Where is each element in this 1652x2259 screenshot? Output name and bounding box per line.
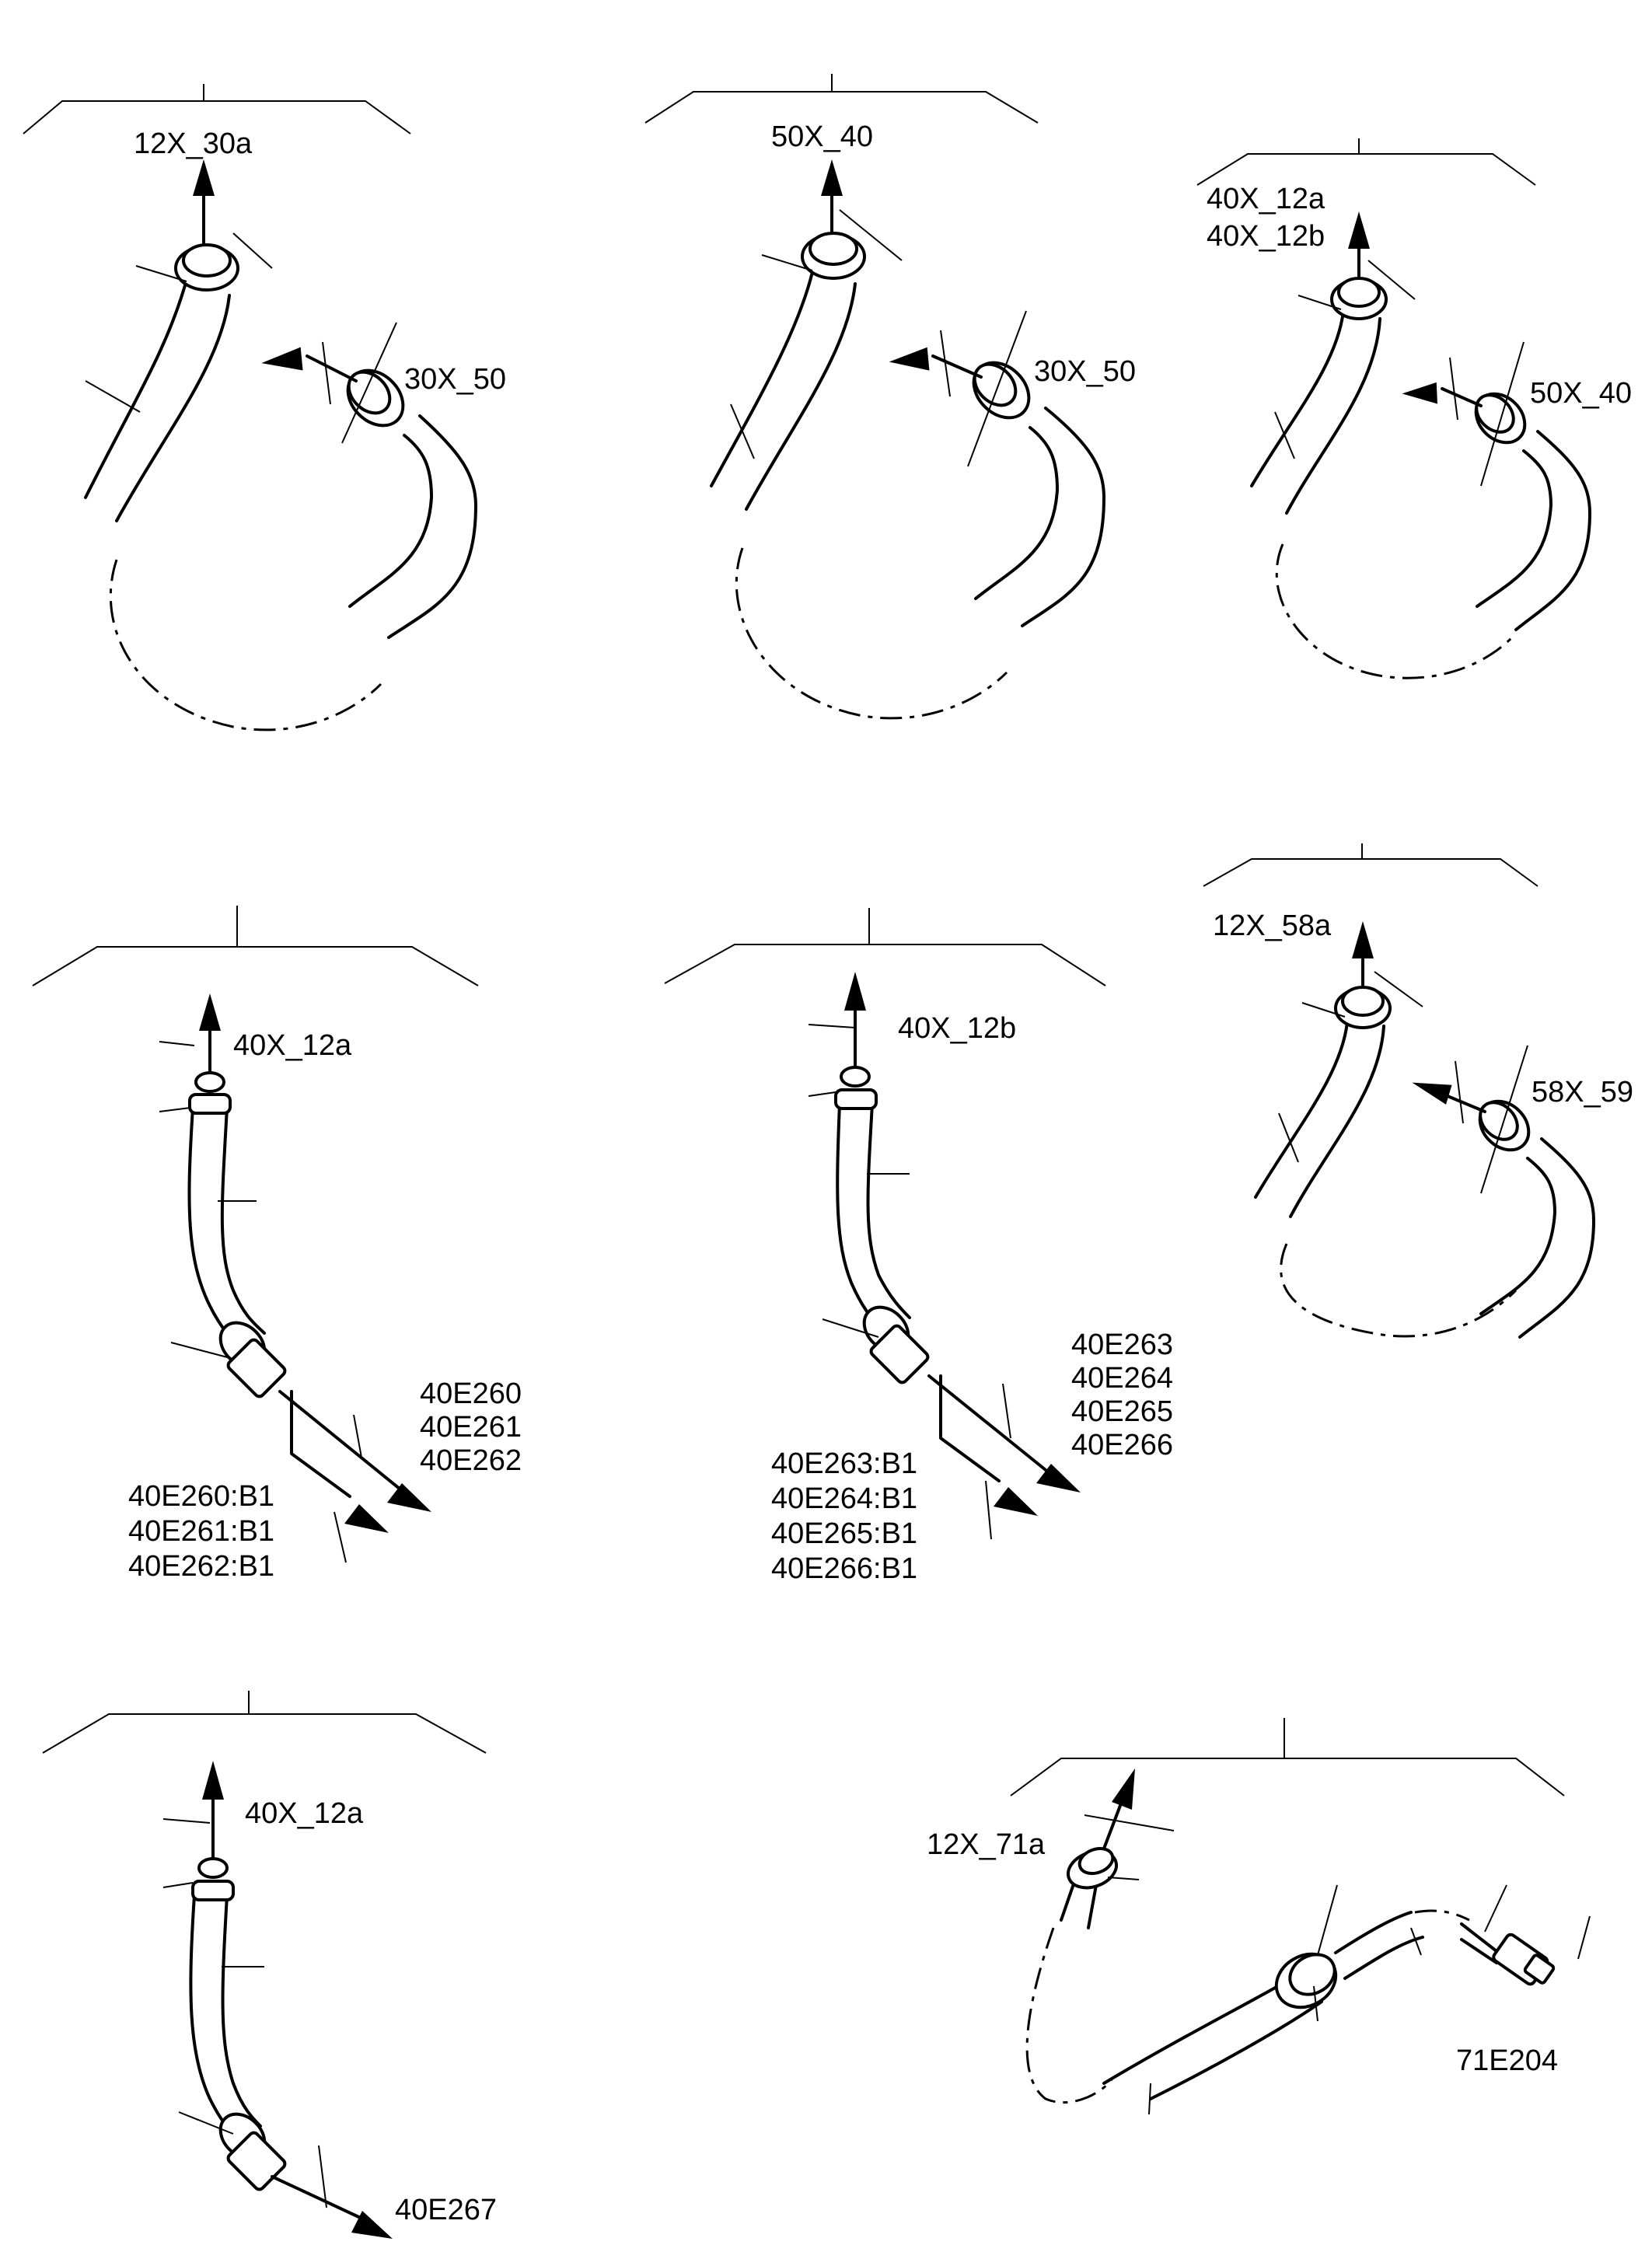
panel-6-connector-12x58a: 12X_58a 58X_59	[1203, 843, 1633, 1339]
panel-1-housing-outline	[23, 100, 411, 134]
panel-6-housing-outline	[1203, 858, 1538, 887]
panel-5-label-left-4: 40E266:B1	[771, 1552, 917, 1585]
panel-3-label-top-b: 40X_12b	[1207, 220, 1325, 253]
panel-1-label-side: 30X_50	[404, 363, 506, 396]
panel-5-label-left-3: 40E265:B1	[771, 1517, 917, 1550]
panel-3-connector-40x12: 40X_12a 40X_12b 50X_40	[1196, 138, 1632, 679]
panel-1-arrowhead-up	[193, 159, 215, 196]
panel-8-housing-outline	[1010, 1758, 1565, 1796]
panel-5-label-left-2: 40E264:B1	[771, 1482, 917, 1515]
panel-5-label-right-3: 40E265	[1071, 1395, 1173, 1428]
panel-4-label-right-2: 40E261	[420, 1411, 522, 1444]
panel-3-label-side: 50X_40	[1530, 377, 1632, 410]
panel-1-cable-upper	[84, 278, 188, 499]
panel-2-connector-50x40: 50X_40 30X_50	[644, 74, 1136, 720]
panel-5-label-right-1: 40E263	[1071, 1329, 1173, 1361]
panel-5-label-right-2: 40E264	[1071, 1362, 1173, 1395]
panel-7-label-top: 40X_12a	[245, 1797, 364, 1830]
panel-5-label-top: 40X_12b	[898, 1012, 1016, 1045]
panel-4-housing-outline	[32, 946, 479, 986]
panel-7-label-bottom: 40E267	[395, 2194, 497, 2226]
panel-5-sensor-40e263-266: 40X_12b 40E263 40E264 40E265 40E266 40E2…	[664, 908, 1173, 1585]
panel-6-label-side: 58X_59	[1532, 1076, 1633, 1109]
panel-5-label-right-4: 40E266	[1071, 1429, 1173, 1461]
panel-8-label-bottom: 71E204	[1456, 2044, 1558, 2077]
panel-5-label-left-1: 40E263:B1	[771, 1447, 917, 1480]
panel-4-label-left-3: 40E262:B1	[128, 1550, 274, 1583]
panel-1-cable-side	[348, 434, 433, 608]
panel-1-cable-dashed-loop	[109, 559, 382, 731]
panel-8-label-top: 12X_71a	[927, 1828, 1046, 1861]
panel-2-housing-outline	[644, 91, 1039, 124]
panel-1-connector-12x30a: 12X_30a 30X_50	[23, 84, 506, 731]
panel-6-label-top: 12X_58a	[1213, 910, 1332, 942]
panel-7-sensor-40e267: 40X_12a 40E267	[42, 1691, 497, 2239]
panel-4-label-top: 40X_12a	[233, 1029, 352, 1062]
panel-4-label-left-2: 40E261:B1	[128, 1515, 274, 1548]
panel-2-label-top: 50X_40	[771, 120, 873, 153]
panel-4-label-right-3: 40E262	[420, 1444, 522, 1477]
panel-4-label-left-1: 40E260:B1	[128, 1480, 274, 1513]
panel-4-sensor-40e260-262: 40X_12a 40E260 40E261 40E262 40E260:B1 4…	[32, 906, 522, 1583]
panel-2-label-side: 30X_50	[1034, 355, 1136, 388]
panel-3-housing-outline	[1196, 153, 1536, 186]
panel-7-housing-outline	[42, 1713, 487, 1754]
panel-4-label-right-1: 40E260	[420, 1377, 522, 1410]
panel-8-connector-12x71a: 12X_71a 71E204	[927, 1718, 1591, 2115]
panel-3-label-top-a: 40X_12a	[1207, 183, 1325, 215]
panel-5-housing-outline	[664, 944, 1106, 986]
panel-1-label-top: 12X_30a	[134, 127, 253, 160]
